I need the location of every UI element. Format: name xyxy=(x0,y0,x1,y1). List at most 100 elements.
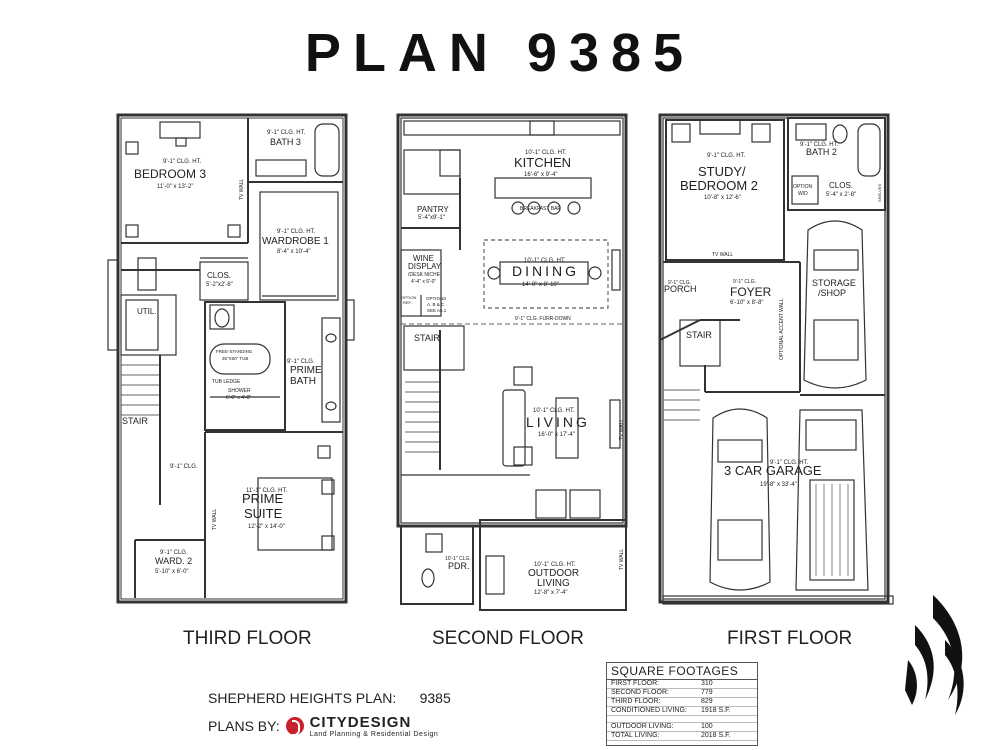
sqft-row-value: 310 xyxy=(701,680,713,687)
ward2-name: WARD. 2 xyxy=(155,556,192,566)
dining-name: DINING xyxy=(512,263,579,279)
storage-name2: /SHOP xyxy=(818,288,846,298)
foyer-name: FOYER xyxy=(730,285,772,299)
living-dim: 16'-0" x 17'-4" xyxy=(538,432,575,438)
dining-clg: 10'-1" CLG. HT. xyxy=(524,258,566,264)
garage-clg: 9'-1" CLG. HT. xyxy=(770,460,809,466)
brand-logo-mark xyxy=(905,595,964,715)
porch-clg: 9'-1" CLG. xyxy=(668,280,691,286)
sqft-row: OUTDOOR LIVING:100 xyxy=(607,723,757,732)
plan-info: SHEPHERD HEIGHTS PLAN: 9385 xyxy=(208,690,451,706)
tubledge-name: TUB LEDGE xyxy=(212,379,241,385)
tvwall-label-3b: TV WALL xyxy=(239,179,245,200)
first-floor-label: FIRST FLOOR xyxy=(727,628,853,649)
study-clg: 9'-1" CLG. HT. xyxy=(707,153,746,159)
sqft-row-value: 779 xyxy=(701,689,713,696)
pantry-dim: 5'-4"x9'-1" xyxy=(418,215,445,221)
bath3-name: BATH 3 xyxy=(270,137,301,147)
option-wd-b: W/D xyxy=(798,191,808,197)
sqft-row: SECOND FLOOR:779 xyxy=(607,689,757,698)
bedroom3-clg: 9'-1" CLG. HT. xyxy=(163,159,202,165)
citydesign-block: CITYDESIGN Land Planning & Residential D… xyxy=(310,714,439,738)
tub-dim: 36"X60" TUB xyxy=(222,356,248,361)
kitchen-name: KITCHEN xyxy=(514,155,571,170)
study-name1: STUDY/ xyxy=(698,164,746,179)
stair1-name: STAIR xyxy=(686,330,712,340)
sqft-row-label: OUTDOOR LIVING: xyxy=(611,723,674,730)
tvwall-label-1: TV WALL xyxy=(712,252,733,258)
sqft-row: FIRST FLOOR: 310 xyxy=(607,680,757,689)
tub-name: FREE-STANDING xyxy=(216,349,253,354)
plan-title: PLAN 9385 xyxy=(304,23,696,83)
shelves-label: SHELVES xyxy=(877,184,882,202)
shepherd-label: SHEPHERD HEIGHTS PLAN: xyxy=(208,690,397,706)
sqft-row-value: 1918 S.F. xyxy=(701,707,731,714)
shepherd-value: 9385 xyxy=(419,690,451,706)
wine-name3: /DESK NICHE xyxy=(408,272,441,278)
option-ref-a: OPTION xyxy=(401,295,416,300)
sqft-row: THIRD FLOOR: 829 xyxy=(607,698,757,707)
kitchen-clg: 10'-1" CLG. HT. xyxy=(525,150,567,156)
plans-by-label: PLANS BY: xyxy=(208,718,280,734)
foyer-dim: 6'-10" x 8'-8" xyxy=(730,300,764,306)
study-name2: BEDROOM 2 xyxy=(680,178,758,193)
outdoor-name1: OUTDOOR xyxy=(528,568,579,579)
first-floor-plan xyxy=(658,113,894,605)
options-see: SEE A5.1 xyxy=(427,308,447,313)
primebath-name1: PRIME xyxy=(290,365,322,376)
clos3-name: CLOS. xyxy=(207,271,231,280)
study-dim: 10'-8" x 12'-6" xyxy=(704,195,741,201)
primesuite-name1: PRIME xyxy=(242,491,284,506)
living-name: LIVING xyxy=(526,414,590,430)
primesuite-clg: 11'-1" CLG. HT. xyxy=(246,488,288,494)
citydesign-logo-icon xyxy=(285,717,304,736)
clos1-dim: 5'-4" x 2'-8" xyxy=(826,192,856,198)
options-abc: A, B & C xyxy=(427,302,445,307)
third-floor-plan xyxy=(107,113,355,604)
storage-name1: STORAGE xyxy=(812,278,856,288)
wine-name1: WINE xyxy=(413,254,434,263)
bath3-clg: 9'-1" CLG. HT. xyxy=(267,130,306,136)
sqft-row-label: CONDITIONED LIVING: xyxy=(611,707,687,714)
sqft-title: SQUARE FOOTAGES xyxy=(607,663,757,680)
sqft-row-label: TOTAL LIVING: xyxy=(611,732,660,739)
bath2-name: BATH 2 xyxy=(806,147,837,157)
porch-name: PORCH xyxy=(664,284,697,294)
primebath-name2: BATH xyxy=(290,376,316,387)
pdr-name: PDR. xyxy=(448,561,470,571)
tvwall-label-2b: TV WALL xyxy=(619,549,625,570)
bath2-clg: 9'-1" CLG. HT. xyxy=(800,142,839,148)
second-floor-plan xyxy=(396,113,628,611)
wine-dim: 4'-4" x 6'-0" xyxy=(411,279,436,285)
breakfast-bar-label: BREAKFAST BAR xyxy=(520,206,561,212)
kitchen-dim: 16'-6" x 9'-4" xyxy=(524,172,558,178)
garage-dim: 19'-8" x 33'-4" xyxy=(760,482,797,488)
primesuite-dim: 12'-2" x 14'-0" xyxy=(248,524,285,530)
sqft-row-label: THIRD FLOOR: xyxy=(611,698,661,705)
clos3-dim: 5'-2"x2'-8" xyxy=(206,282,233,288)
bedroom3-name: BEDROOM 3 xyxy=(134,167,206,181)
sqft-row-label: FIRST FLOOR: xyxy=(611,680,660,687)
wardrobe1-clg: 9'-1" CLG. HT. xyxy=(277,229,316,235)
plans-by: PLANS BY: CITYDESIGN Land Planning & Res… xyxy=(208,714,438,738)
sqft-row-value: 2018 S.F. xyxy=(701,732,731,739)
company-name: CITYDESIGN xyxy=(309,714,412,731)
stair3-name: STAIR xyxy=(122,416,148,426)
furrdown-label: 9'-1" CLG. FURR-DOWN xyxy=(515,316,571,322)
shower-dim: 6'-0" x 4'-0" xyxy=(226,395,251,401)
sqft-row: CONDITIONED LIVING: 1918 S.F. xyxy=(607,707,757,716)
pdr-clg: 10'-1" CLG. xyxy=(445,556,471,562)
wardrobe1-dim: 8'-4" x 10'-4" xyxy=(277,249,311,255)
tvwall-label-2a: TV WALL xyxy=(619,419,625,440)
company-sub: Land Planning & Residential Design xyxy=(309,731,439,738)
foyer-clg: 9'-1" CLG. xyxy=(733,279,756,285)
sqft-row: TOTAL LIVING: 2018 S.F. xyxy=(607,732,757,741)
clos1-name: CLOS. xyxy=(829,181,853,190)
ward2-clg: 9'-1" CLG. xyxy=(160,550,188,556)
sqft-row-value: 829 xyxy=(701,698,713,705)
primesuite-name2: SUITE xyxy=(244,506,283,521)
shower-name: SHOWER xyxy=(228,388,251,394)
third-floor-label: THIRD FLOOR xyxy=(183,628,312,649)
